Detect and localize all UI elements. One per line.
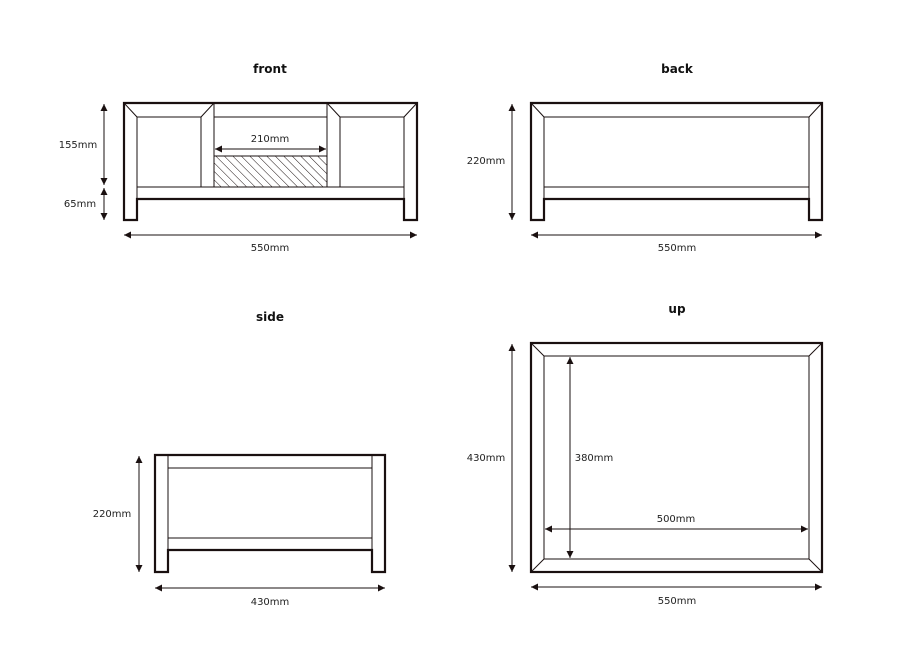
- front-drawer-hatch: [213, 155, 328, 188]
- front-drawer-width-label: 210mm: [251, 134, 290, 145]
- up-inner-depth-label: 380mm: [575, 453, 614, 464]
- side-title: side: [256, 310, 284, 324]
- front-left-panel: [136, 116, 202, 199]
- back-table: [529, 101, 824, 222]
- back-view: back 220mm 550mm: [467, 62, 824, 254]
- up-table: [529, 341, 824, 574]
- front-left-miter-inner: [200, 102, 215, 118]
- up-inner-panel: [543, 355, 810, 560]
- up-miter-tl: [530, 342, 545, 357]
- up-outer-frame: [529, 341, 824, 574]
- back-right-miter: [808, 102, 823, 118]
- front-outer-frame: [122, 101, 419, 222]
- front-left-miter: [123, 102, 138, 118]
- up-miter-br: [808, 558, 823, 573]
- back-inner-panel: [543, 116, 810, 199]
- back-title: back: [661, 62, 694, 76]
- back-height-label: 220mm: [467, 156, 506, 167]
- back-outer-frame: [529, 101, 824, 222]
- side-table: [153, 453, 387, 574]
- up-miter-tr: [808, 342, 823, 357]
- front-top-height-label: 155mm: [59, 140, 98, 151]
- up-miter-bl: [530, 558, 545, 573]
- front-view: front 155mm 65mm 210mm 550mm: [59, 62, 419, 254]
- side-height-label: 220mm: [93, 509, 132, 520]
- front-title: front: [253, 62, 287, 76]
- front-right-miter: [403, 102, 418, 118]
- front-right-panel: [339, 116, 405, 199]
- up-outer-width-label: 550mm: [658, 596, 697, 607]
- side-outer-frame: [153, 453, 387, 574]
- up-title: up: [668, 302, 686, 316]
- back-left-miter: [530, 102, 545, 118]
- up-outer-depth-label: 430mm: [467, 453, 506, 464]
- side-width-label: 430mm: [251, 597, 290, 608]
- up-inner-width-label: 500mm: [657, 514, 696, 525]
- back-width-label: 550mm: [658, 243, 697, 254]
- front-right-miter-inner: [326, 102, 341, 118]
- front-table: [122, 101, 419, 222]
- front-leg-height-label: 65mm: [64, 199, 96, 210]
- up-view: up 430mm 380mm 500mm 550mm: [467, 302, 824, 607]
- side-view: side 220mm 430mm: [93, 310, 387, 608]
- front-width-label: 550mm: [251, 243, 290, 254]
